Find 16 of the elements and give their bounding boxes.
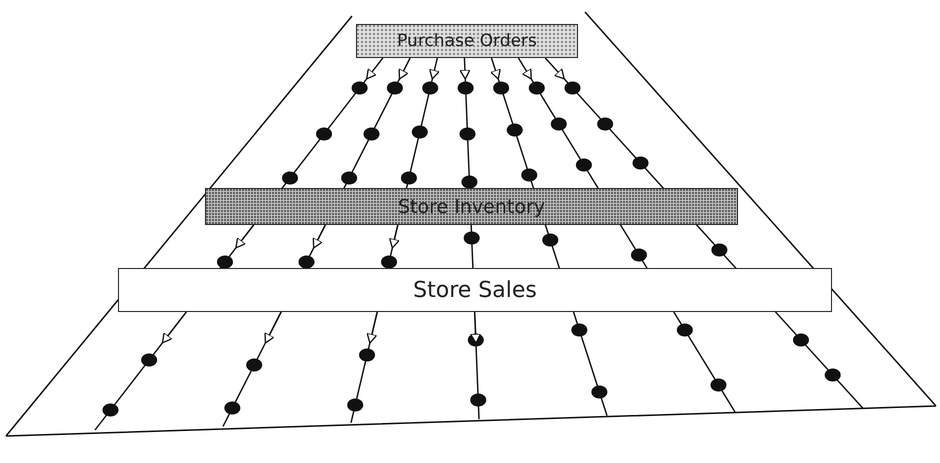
- arrow: [388, 224, 400, 249]
- arrow: [235, 224, 254, 248]
- arrow: [518, 58, 532, 80]
- arrow: [162, 312, 187, 344]
- arrow: [366, 58, 384, 80]
- arrow: [470, 312, 482, 344]
- arrow: [264, 312, 282, 344]
- arrow: [544, 58, 565, 80]
- arrow: [366, 312, 378, 344]
- data-band: Purchase Orders: [356, 24, 578, 58]
- arrow: [459, 58, 471, 80]
- arrow: [428, 58, 440, 80]
- arrow: [398, 58, 411, 80]
- arrow: [490, 58, 501, 80]
- data-band: Store Sales: [118, 268, 832, 312]
- arrow: [312, 224, 326, 249]
